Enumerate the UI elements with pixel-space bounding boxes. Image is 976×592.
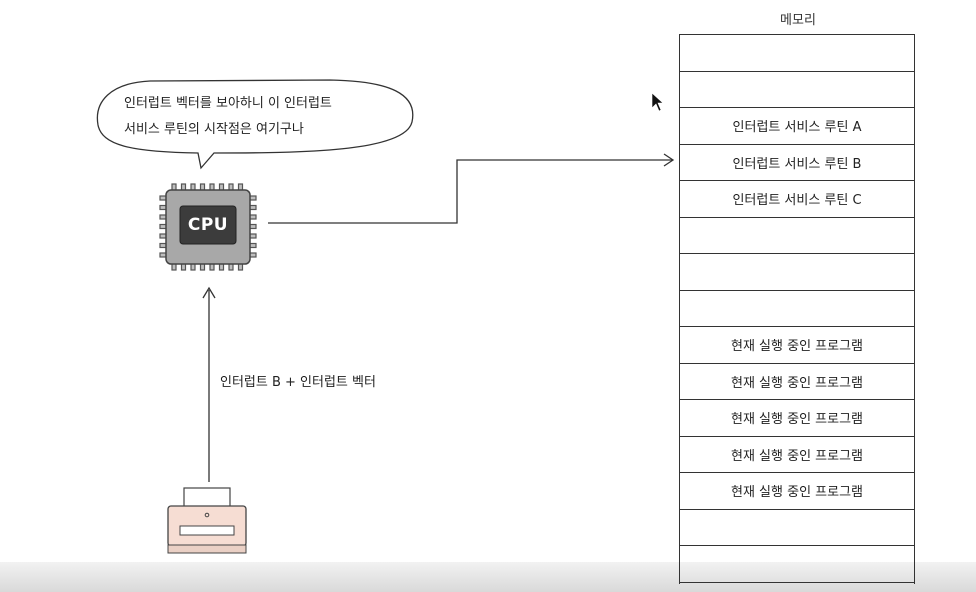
memory-row: 현재 실행 중인 프로그램 [680,473,914,510]
mouse-cursor-icon [651,92,664,112]
memory-row [680,35,914,72]
memory-row: 현재 실행 중인 프로그램 [680,364,914,400]
speech-bubble-text: 인터럽트 벡터를 보아하니 이 인터럽트 서비스 루틴의 시작점은 여기구나 [124,91,404,143]
bottom-bar [0,562,976,592]
memory-row: 현재 실행 중인 프로그램 [680,327,914,364]
memory-row: 현재 실행 중인 프로그램 [680,437,914,473]
memory-row [680,546,914,583]
printer-to-cpu-arrowhead [202,286,216,299]
printer-icon [167,487,247,554]
memory-row [680,291,914,327]
memory-row [680,72,914,108]
memory-title: 메모리 [780,13,816,28]
cpu-label: CPU [187,215,229,235]
speech-line-1: 인터럽트 벡터를 보아하니 이 인터럽트 [124,96,332,111]
speech-bubble [96,79,414,170]
cpu-to-memory-arrow [268,159,672,224]
cpu-to-memory-arrowhead [663,153,675,167]
memory-row [680,254,914,291]
memory-row: 인터럽트 서비스 루틴 A [680,108,914,145]
memory-row: 인터럽트 서비스 루틴 C [680,181,914,218]
cpu-chip-icon [159,183,257,271]
interrupt-signal-label: 인터럽트 B + 인터럽트 벡터 [220,375,376,390]
memory-row [680,510,914,546]
memory-row [680,218,914,254]
memory-row: 현재 실행 중인 프로그램 [680,400,914,437]
speech-line-2: 서비스 루틴의 시작점은 여기구나 [124,122,304,137]
memory-row: 인터럽트 서비스 루틴 B [680,145,914,181]
